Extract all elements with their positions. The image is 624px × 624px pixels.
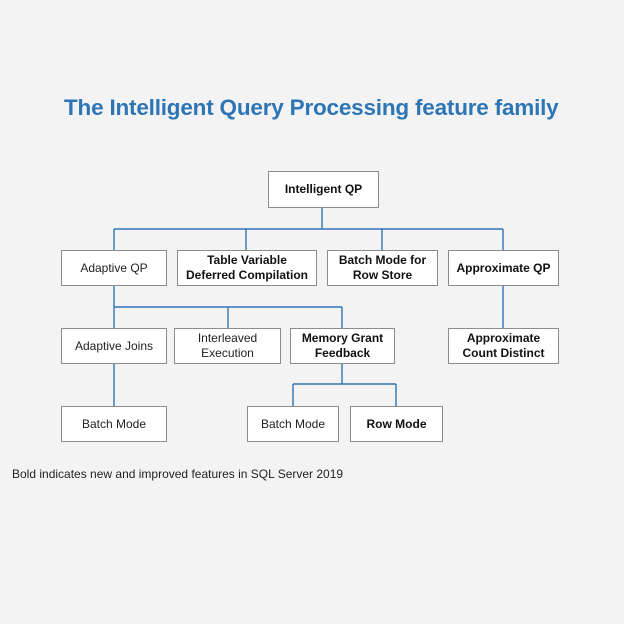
node-batch-mode-memory-grant: Batch Mode (247, 406, 339, 442)
node-batch-mode-adaptive-joins: Batch Mode (61, 406, 167, 442)
node-interleaved-execution: Interleaved Execution (174, 328, 281, 364)
node-intelligent-qp: Intelligent QP (268, 171, 379, 208)
node-adaptive-qp: Adaptive QP (61, 250, 167, 286)
node-memory-grant-feedback: Memory Grant Feedback (290, 328, 395, 364)
node-table-variable-deferred-compilation: Table Variable Deferred Compilation (177, 250, 317, 286)
node-approximate-count-distinct: Approximate Count Distinct (448, 328, 559, 364)
node-adaptive-joins: Adaptive Joins (61, 328, 167, 364)
diagram-title: The Intelligent Query Processing feature… (64, 95, 559, 120)
node-batch-mode-for-row-store: Batch Mode for Row Store (327, 250, 438, 286)
node-approximate-qp: Approximate QP (448, 250, 559, 286)
node-row-mode-memory-grant: Row Mode (350, 406, 443, 442)
legend-caption: Bold indicates new and improved features… (12, 467, 344, 481)
